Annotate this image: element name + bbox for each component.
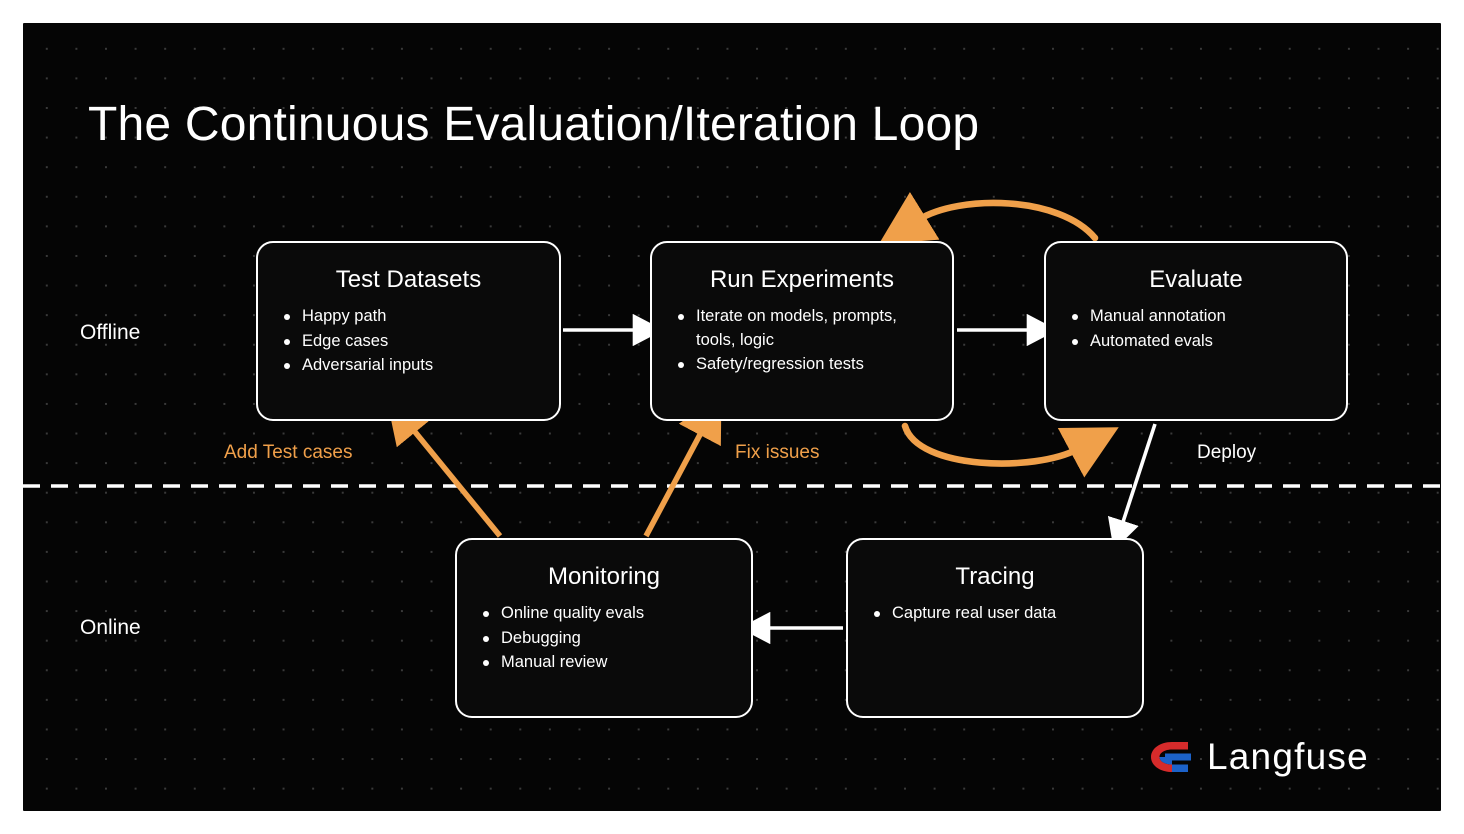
lane-label-offline: Offline [80, 321, 141, 344]
list-item: Iterate on models, prompts, tools, logic [678, 305, 938, 352]
page-title: The Continuous Evaluation/Iteration Loop [88, 98, 980, 151]
list-item: Adversarial inputs [284, 354, 545, 377]
node-bullet-list: Capture real user data [848, 602, 1142, 625]
node-run-experiments[interactable]: Run Experiments Iterate on models, promp… [650, 241, 954, 421]
list-item: Online quality evals [483, 602, 737, 625]
langfuse-logo-text: Langfuse [1207, 736, 1369, 777]
list-item: Capture real user data [874, 602, 1128, 625]
node-evaluate[interactable]: Evaluate Manual annotation Automated eva… [1044, 241, 1348, 421]
node-bullet-list: Online quality evals Debugging Manual re… [457, 602, 751, 674]
node-title: Run Experiments [709, 266, 895, 293]
edge-label-deploy: Deploy [1197, 442, 1257, 463]
list-item: Debugging [483, 627, 737, 650]
node-bullet-list: Manual annotation Automated evals [1046, 305, 1346, 353]
lane-label-online: Online [80, 616, 141, 639]
langfuse-logo-icon [1151, 741, 1191, 772]
edge-label-add-test-cases: Add Test cases [224, 442, 353, 463]
list-item: Happy path [284, 305, 545, 328]
list-item: Manual review [483, 651, 737, 674]
list-item: Automated evals [1072, 330, 1332, 353]
node-title: Monitoring [547, 563, 661, 590]
langfuse-logo: Langfuse [1148, 738, 1369, 775]
node-bullet-list: Happy path Edge cases Adversarial inputs [258, 305, 559, 377]
node-bullet-list: Iterate on models, prompts, tools, logic… [652, 305, 952, 376]
node-title: Test Datasets [335, 266, 482, 293]
edge-label-fix-issues: Fix issues [735, 442, 820, 463]
list-item: Manual annotation [1072, 305, 1332, 328]
node-monitoring[interactable]: Monitoring Online quality evals Debuggin… [455, 538, 753, 718]
node-title: Tracing [955, 563, 1035, 590]
list-item: Edge cases [284, 330, 545, 353]
node-title: Evaluate [1149, 266, 1243, 293]
node-tracing[interactable]: Tracing Capture real user data [846, 538, 1144, 718]
node-test-datasets[interactable]: Test Datasets Happy path Edge cases Adve… [256, 241, 561, 421]
list-item: Safety/regression tests [678, 353, 938, 376]
